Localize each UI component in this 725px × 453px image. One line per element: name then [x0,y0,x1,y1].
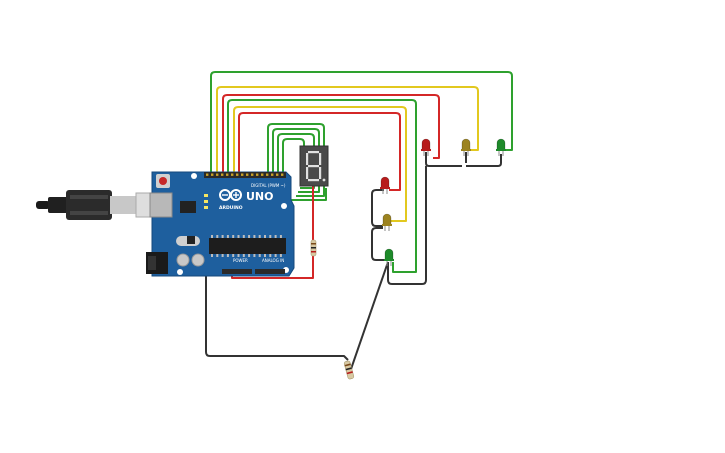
arduino-uno-board[interactable]: UNO ARDUINO DIGITAL (PWM ~) POWER ANALOG… [146,171,295,277]
wire-red-mid[interactable] [238,112,401,191]
chip-pin [269,254,272,257]
wire-black-ground-left[interactable] [205,270,349,361]
header-pin[interactable] [206,173,209,176]
wire-red-outer[interactable] [222,94,440,174]
header-pin[interactable] [256,173,259,176]
wire-black-mid-loop[interactable] [371,189,386,261]
digital-header-label: DIGITAL (PWM ~) [251,183,286,188]
chip-pin [269,235,272,238]
analog-header-label: ANALOG IN [262,258,284,263]
header-pin[interactable] [216,173,219,176]
resistor-display[interactable] [310,239,317,257]
chip-pin [258,254,261,257]
chip-pin [237,254,240,257]
led-red[interactable] [380,176,390,194]
capacitor [176,253,190,267]
chip-pin [242,254,245,257]
board-logo-text: UNO [246,190,274,203]
arduino-logo [219,189,242,201]
chip-pin [216,254,219,257]
resistor-ground[interactable] [343,360,355,380]
chip-pin [274,254,277,257]
onboard-led [204,206,208,209]
wire-black-top-bus[interactable] [387,152,502,285]
reset-button-cap[interactable] [159,177,167,185]
header-pin[interactable] [211,173,214,176]
header-pin[interactable] [226,173,229,176]
header-pin[interactable] [221,173,224,176]
mounting-hole [281,203,287,209]
wire-black-diagonal[interactable] [349,261,389,373]
chip-pin [232,235,235,238]
chip-pin [211,254,213,257]
chip-pin [226,254,229,257]
led-green[interactable] [496,138,506,156]
wire-seg-1[interactable] [267,123,325,197]
chip-pin [232,254,235,257]
power-header [222,269,252,274]
smd-chip [187,236,195,244]
chip-pin [216,235,219,238]
wire-yellow-mid[interactable] [233,106,407,222]
chip-pin [226,235,229,238]
header-pin[interactable] [251,173,254,176]
chip-pin [279,235,282,238]
wire-green-mid[interactable] [227,99,417,273]
header-pin[interactable] [281,173,284,176]
chip-pin [221,235,224,238]
mounting-hole [191,173,197,179]
voltage-regulator [180,201,196,213]
chip-pin [242,235,245,238]
usb-cable[interactable] [36,190,169,220]
header-pin[interactable] [246,173,249,176]
digital-pins [206,173,284,176]
digital-header [204,172,286,178]
chip-pin [264,235,266,238]
usb-socket [149,192,173,218]
header-pin[interactable] [241,173,244,176]
chip-pin [258,235,261,238]
wire-seg-4[interactable] [282,138,305,184]
wire-yellow-outer[interactable] [216,86,479,174]
chip-pin [279,254,282,257]
wire-seg-2[interactable] [272,128,320,193]
chip-pins [211,235,282,257]
chip-pin [248,235,251,238]
header-pin[interactable] [271,173,274,176]
analog-header [255,269,285,274]
capacitor [191,253,205,267]
onboard-led [204,194,208,197]
seven-segment-display[interactable] [299,145,329,187]
board-brand-text: ARDUINO [219,205,243,211]
chip-pin [248,254,251,257]
chip-pin [274,235,277,238]
wire-seg-3[interactable] [277,133,315,189]
header-pin[interactable] [231,173,234,176]
header-pin[interactable] [266,173,269,176]
led-green[interactable] [384,248,394,266]
led-red[interactable] [421,138,431,156]
chip-pin [253,254,256,257]
led-yellow[interactable] [461,138,471,156]
header-pin[interactable] [276,173,279,176]
atmega-chip [209,238,286,254]
wire-green-outer[interactable] [210,71,513,174]
led-yellow[interactable] [382,213,392,231]
onboard-led [204,200,208,203]
header-pin[interactable] [261,173,264,176]
segment-digit-8 [306,151,326,182]
leds [380,138,506,266]
chip-pin [264,254,266,257]
chip-pin [221,254,224,257]
power-header-label: POWER [233,258,248,263]
chip-pin [237,235,240,238]
chip-pin [211,235,213,238]
chip-pin [253,235,256,238]
mounting-hole [177,269,183,275]
header-pin[interactable] [236,173,239,176]
